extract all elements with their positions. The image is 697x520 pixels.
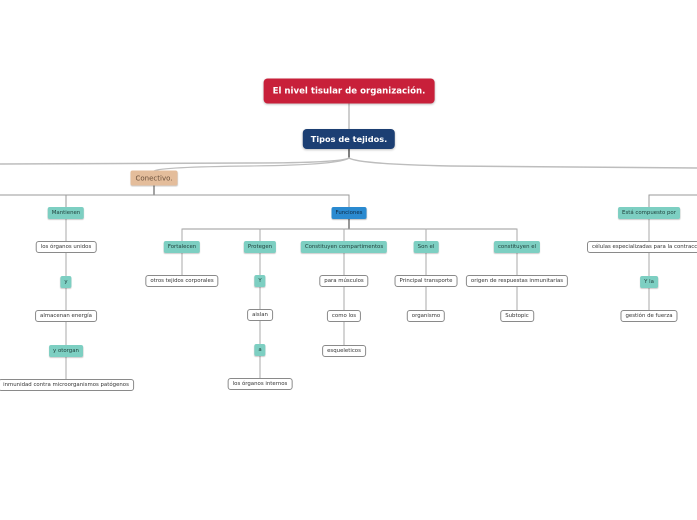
- label-y-otorgan[interactable]: y otorgan: [49, 345, 83, 357]
- label-protegen[interactable]: Protegen: [243, 241, 277, 253]
- subtopic-principal-transporte[interactable]: Principal transporte: [394, 275, 458, 287]
- subtopic-organismo[interactable]: organismo: [406, 310, 446, 322]
- label-constituyen-compartimentos[interactable]: Constituyen compartimentos: [300, 241, 388, 253]
- label-y-protegen[interactable]: Y: [254, 275, 266, 287]
- topic-conectivo[interactable]: Conectivo.: [130, 170, 178, 186]
- link-main-left: [0, 157, 350, 165]
- subtopic-organos-unidos[interactable]: los órganos unidos: [35, 241, 97, 253]
- subtopic-inmunidad[interactable]: inmunidad contra microorganismos patógen…: [0, 379, 134, 391]
- label-son-el[interactable]: Son el: [413, 241, 439, 253]
- label-y-la[interactable]: Y la: [640, 276, 658, 288]
- link-main-conectivo: [153, 157, 350, 172]
- label-a[interactable]: a: [254, 344, 266, 356]
- topic-funciones[interactable]: Funciones: [331, 207, 367, 219]
- subtopic-como-los[interactable]: como los: [326, 310, 362, 322]
- subtopic-almacenan-energia[interactable]: almacenan energía: [35, 310, 97, 322]
- subtopic-respuestas-inmunitarias[interactable]: origen de respuestas inmunitarias: [465, 275, 569, 287]
- label-y[interactable]: y: [60, 276, 72, 288]
- subtopic-placeholder[interactable]: Subtopic: [500, 310, 534, 322]
- subtopic-gestion-de-fuerza[interactable]: gestión de fuerza: [620, 310, 678, 322]
- subtopic-esqueleticos[interactable]: esqueleticos: [322, 345, 366, 357]
- label-esta-compuesto-por[interactable]: Está compuesto por: [618, 207, 680, 219]
- subtopic-para-musculos[interactable]: para músculos: [319, 275, 369, 287]
- label-fortalecen[interactable]: Fortalecen: [163, 241, 201, 253]
- link-main-right: [348, 157, 697, 169]
- root-topic[interactable]: El nivel tisular de organización.: [263, 78, 435, 104]
- subtopic-aislan[interactable]: aislan: [247, 309, 273, 321]
- label-mantienen[interactable]: Mantienen: [47, 207, 85, 219]
- subtopic-otros-tejidos[interactable]: otros tejidos corporales: [145, 275, 219, 287]
- main-topic-tipos-de-tejidos[interactable]: Tipos de tejidos.: [302, 129, 396, 149]
- subtopic-organos-internos[interactable]: los órganos internos: [227, 378, 293, 390]
- subtopic-celulas-especializadas[interactable]: células especializadas para la contracc: [587, 241, 697, 253]
- label-constituyen-el[interactable]: constituyen el: [493, 241, 541, 253]
